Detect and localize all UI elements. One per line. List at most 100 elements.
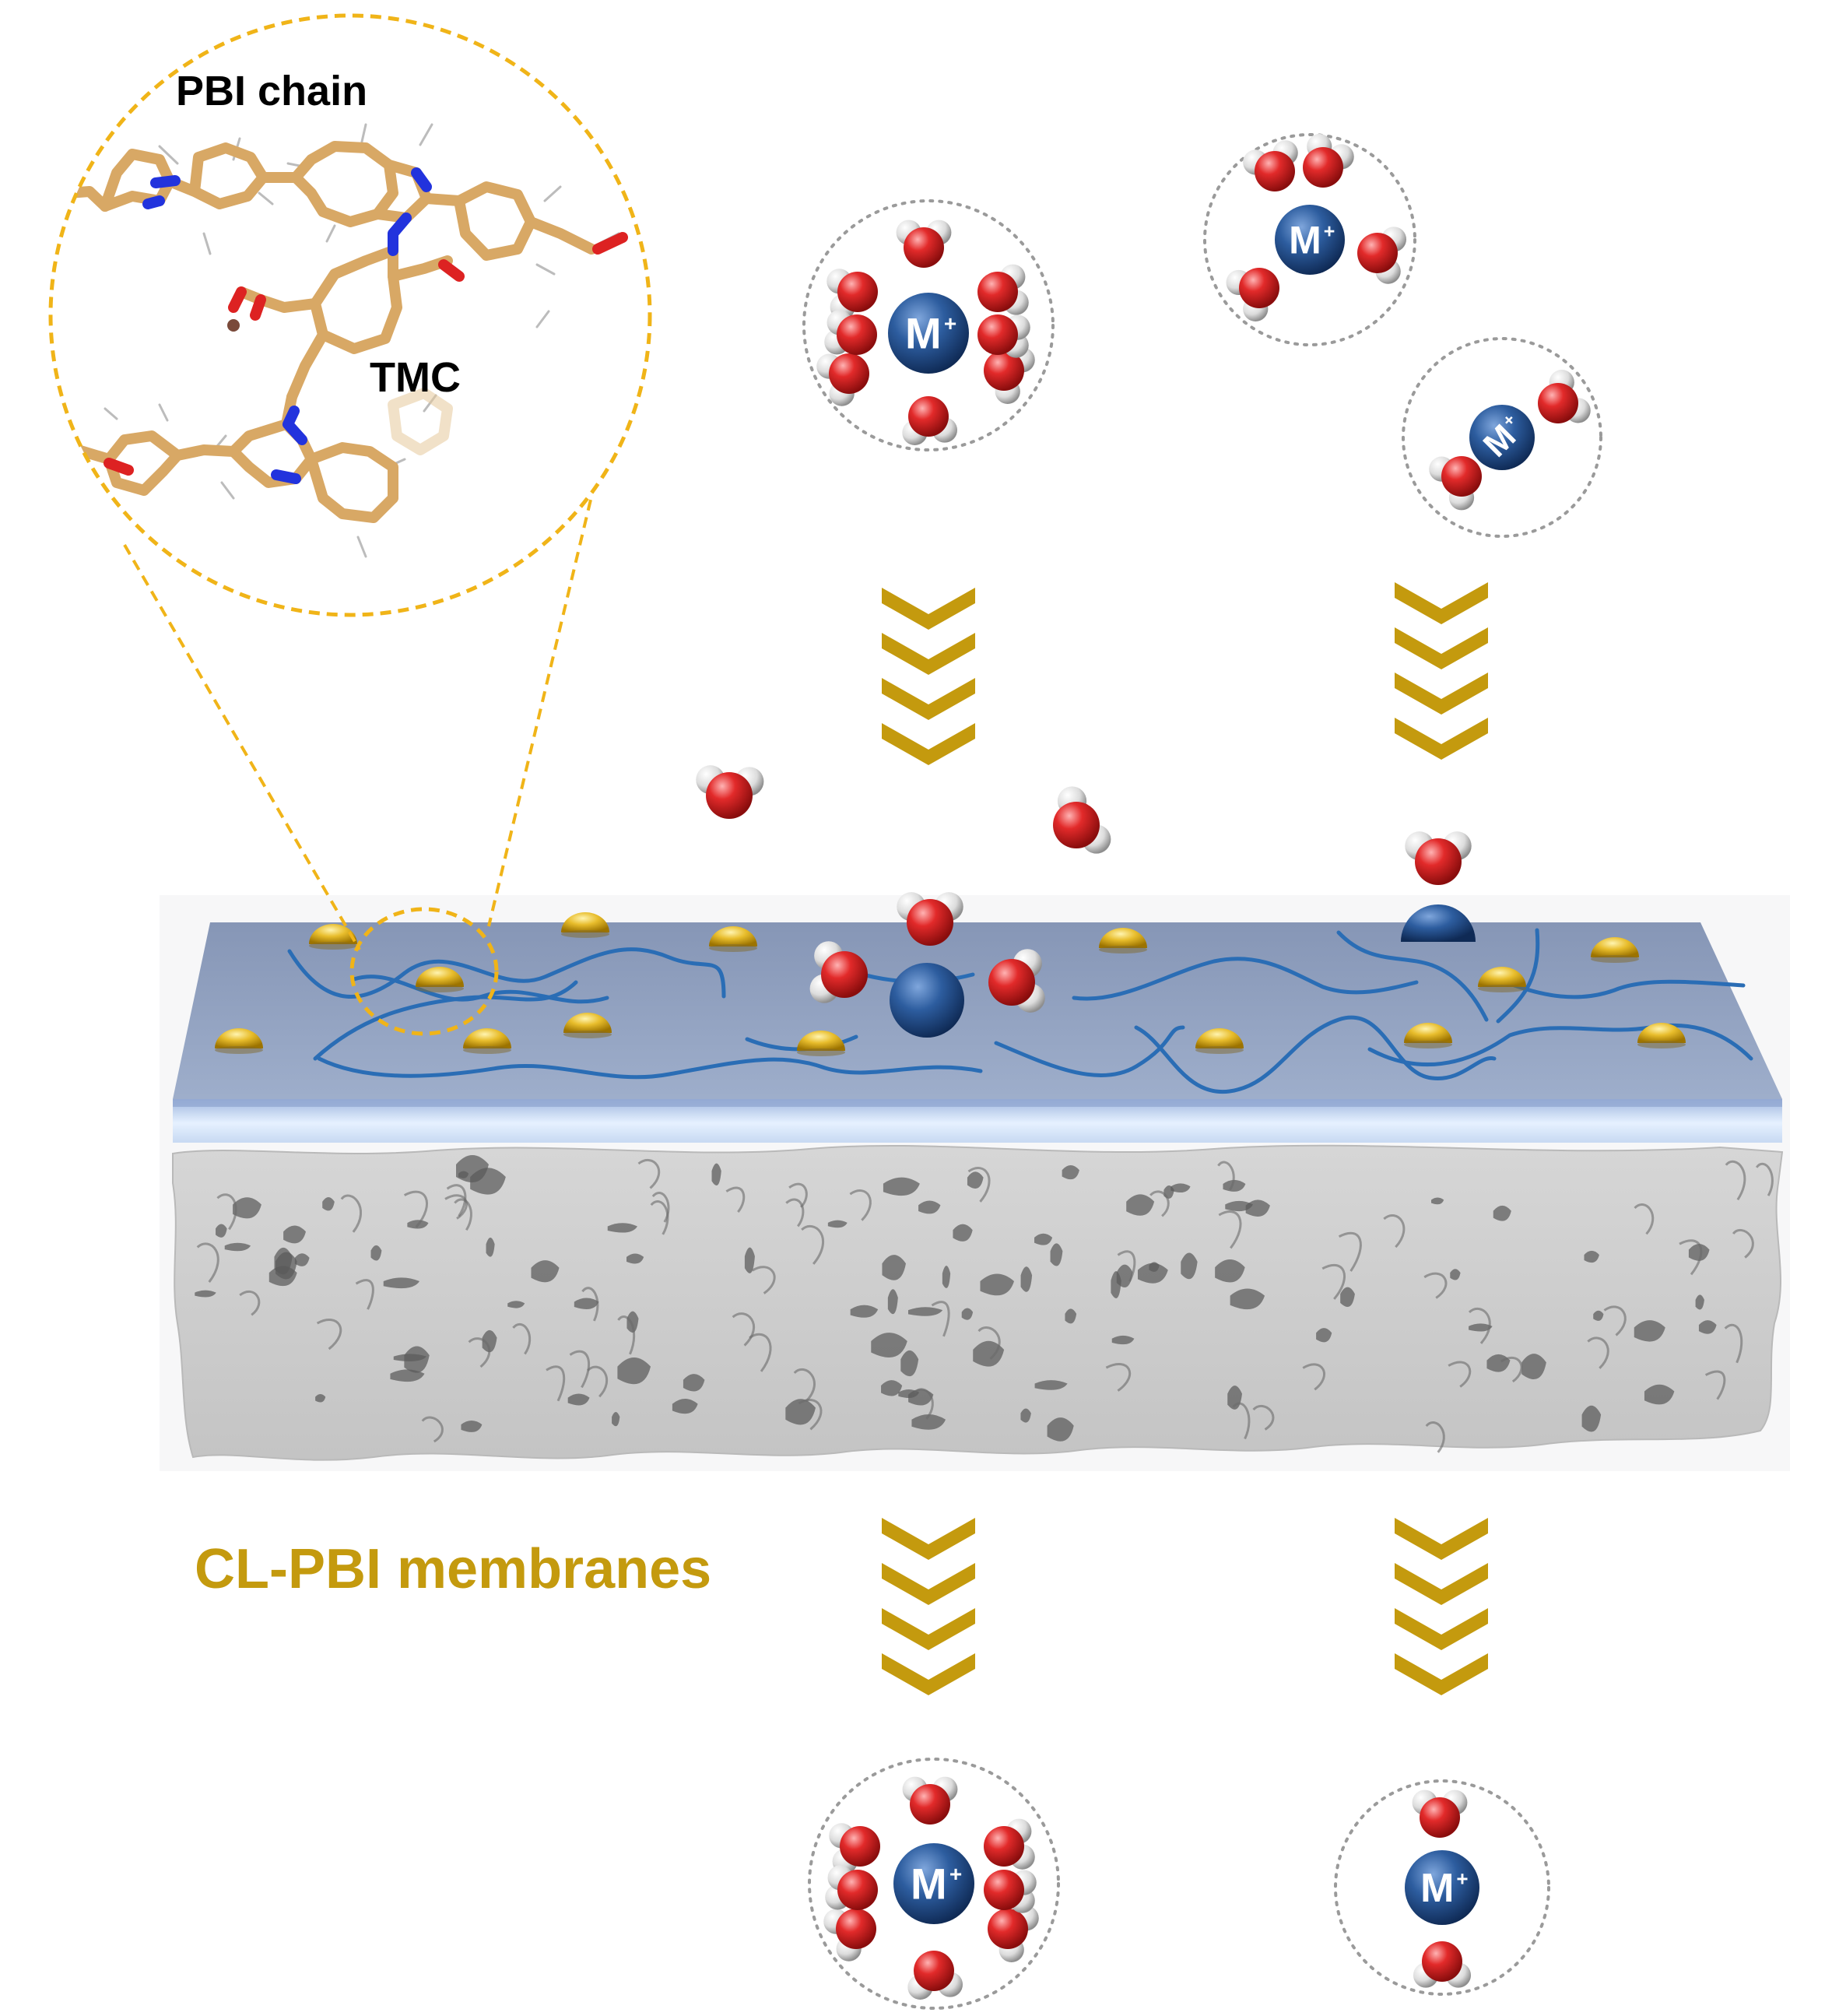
support-pore (1225, 1200, 1254, 1212)
support-pore (1644, 1384, 1675, 1405)
support-pore-edge (793, 1368, 816, 1403)
support-pore-edge (403, 1190, 429, 1228)
chevron-arrow-icon (882, 678, 975, 720)
chevron-arrow-icon (1395, 1518, 1488, 1560)
support-pore-edge (340, 1194, 363, 1233)
oxygen-atom (836, 1909, 876, 1949)
support-pore (908, 1307, 943, 1316)
support-pore-edge (1302, 1363, 1325, 1391)
inset-magnified-view: PBI chain TMC (48, 13, 652, 617)
oxygen-atom (829, 353, 869, 394)
oxygen-atom (1420, 1797, 1460, 1838)
ion-charge: + (1456, 1867, 1468, 1890)
water-molecule (696, 765, 764, 819)
water-molecule (1357, 227, 1407, 284)
support-pore-edge (1725, 1160, 1746, 1201)
support-pore (973, 1340, 1005, 1367)
ion-sphere (1469, 405, 1535, 470)
gold-site-shadow (709, 944, 757, 952)
support-pore-edge (732, 1312, 756, 1347)
water-molecule (1243, 140, 1298, 191)
support-pore (294, 1253, 310, 1266)
support-pore-edge (1500, 1356, 1523, 1383)
zoom-circle-small (349, 907, 499, 1036)
support-pore (507, 1301, 525, 1308)
support-pore (887, 1289, 898, 1315)
support-pore-edge (1383, 1214, 1406, 1249)
support-pore (283, 1225, 306, 1244)
support-pore (1521, 1354, 1546, 1379)
water-molecule (1429, 456, 1482, 511)
gold-site-shadow (1637, 1041, 1686, 1048)
oxygen-atom (984, 350, 1024, 391)
gold-site (215, 1028, 263, 1048)
water-molecule (984, 347, 1035, 405)
oxygen-atom (1538, 383, 1578, 423)
support-pore (1230, 1288, 1265, 1310)
support-pore-edge (444, 1194, 468, 1220)
metal-ion: M+ (890, 963, 964, 1038)
gold-site-shadow (797, 1048, 845, 1056)
ion-sphere (893, 1843, 974, 1924)
support-pore-edge (454, 1198, 472, 1231)
oxygen-atom (837, 272, 878, 312)
support-pore-edge (1117, 1250, 1136, 1282)
ion-label: M (1420, 1866, 1454, 1911)
support-pore-edge (751, 1266, 776, 1294)
ion-sphere (888, 293, 969, 374)
support-pore (1584, 1250, 1599, 1263)
support-pore-edge (1217, 1161, 1235, 1191)
support-pore (961, 1308, 974, 1320)
porous-support-layer (172, 1144, 1784, 1461)
support-pore (1634, 1320, 1665, 1342)
support-pore (1469, 1323, 1493, 1332)
support-pores (195, 1155, 1774, 1453)
support-pore-edge (749, 1333, 772, 1372)
support-pore (607, 1223, 637, 1233)
support-pore-edge (239, 1290, 261, 1316)
oxygen-atom (908, 396, 949, 437)
support-pore (1688, 1244, 1710, 1261)
gold-site (463, 1028, 511, 1048)
support-pore-edge (1587, 1336, 1609, 1369)
water-molecule (984, 1818, 1035, 1870)
support-pore (195, 1290, 216, 1298)
oxygen-atom (910, 1784, 950, 1825)
support-pore (383, 1277, 420, 1289)
support-pore (1493, 1205, 1511, 1221)
water-molecule (816, 353, 869, 406)
support-pore (1215, 1259, 1245, 1283)
support-pore (1065, 1308, 1077, 1324)
support-pore (1450, 1269, 1461, 1280)
support-pore (785, 1399, 816, 1425)
ion-sphere (890, 963, 964, 1038)
chevron-arrow-icon (882, 1608, 975, 1650)
support-pore-edge (1321, 1263, 1346, 1300)
support-pore (1034, 1233, 1053, 1245)
hydration-shell (1402, 337, 1602, 538)
support-pore (617, 1357, 651, 1385)
support-pore-edge (785, 1198, 805, 1228)
chevron-arrow-icon (1395, 718, 1488, 760)
chevron-arrow-icon (882, 723, 975, 765)
gold-site-shadow (1591, 955, 1639, 963)
support-pore-edge (798, 1399, 823, 1431)
oxygen-atom (988, 959, 1035, 1006)
support-pore (1020, 1266, 1033, 1292)
chevron-arrow-icon (1395, 1563, 1488, 1605)
support-pore-edge (1149, 1190, 1170, 1217)
gold-site (1637, 1023, 1686, 1043)
gold-site-shadow (463, 1046, 511, 1054)
support-pore (455, 1155, 489, 1183)
support-pore (233, 1197, 261, 1219)
pbi-chain-label: PBI chain (176, 68, 367, 114)
support-pore-edge (650, 1200, 669, 1235)
water-molecule (977, 264, 1029, 315)
support-pore-edge (1755, 1162, 1774, 1196)
support-pore-edge (1218, 1210, 1242, 1249)
support-pore-edge (801, 1224, 824, 1265)
support-pore (1593, 1310, 1604, 1321)
gold-site-shadow (1404, 1041, 1452, 1048)
water-molecule (825, 1865, 878, 1910)
embedded-ion (1401, 904, 1476, 942)
